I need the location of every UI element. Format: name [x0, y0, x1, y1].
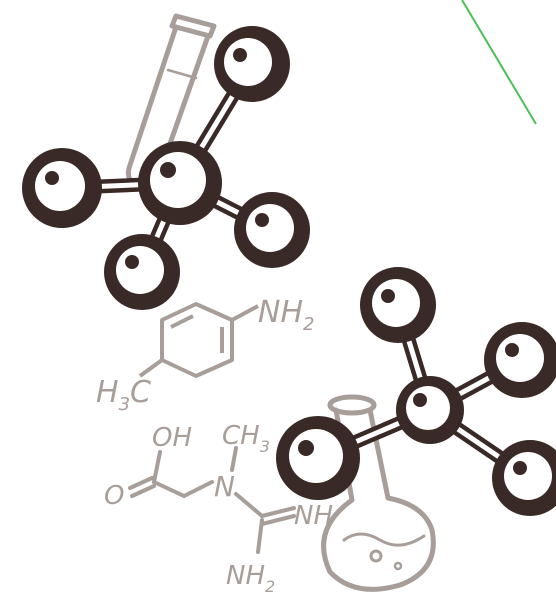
molecule-right: [276, 267, 556, 516]
label-nitrogen: N: [214, 470, 235, 503]
creatine-structure: [128, 446, 296, 554]
green-accent-line: [461, 0, 537, 125]
atom-ball: [492, 440, 556, 516]
atom-ball: [484, 322, 556, 398]
atom-ball-center: [396, 376, 464, 444]
formula-labels: NH2 H3C OH O N CH3 NH NH2: [96, 295, 333, 596]
label-methyl-top: CH3: [222, 421, 270, 456]
toluidine-structure: [138, 302, 259, 378]
atom-ball: [104, 234, 180, 310]
label-carbonyl-oxygen: O: [104, 481, 124, 511]
flask-icon: [321, 394, 436, 592]
atom-ball: [234, 192, 310, 268]
atom-ball: [22, 148, 102, 228]
label-methyl-left: H3C: [96, 375, 151, 415]
molecule-top: [22, 26, 310, 310]
atom-ball: [276, 416, 360, 500]
atom-ball-center: [138, 141, 222, 225]
label-amine-bottom: NH2: [226, 561, 275, 596]
atom-ball: [360, 267, 436, 343]
label-amine: NH2: [258, 295, 314, 335]
label-hydroxyl: OH: [152, 423, 192, 453]
atom-ball: [214, 26, 290, 102]
label-imine: NH: [294, 501, 333, 531]
